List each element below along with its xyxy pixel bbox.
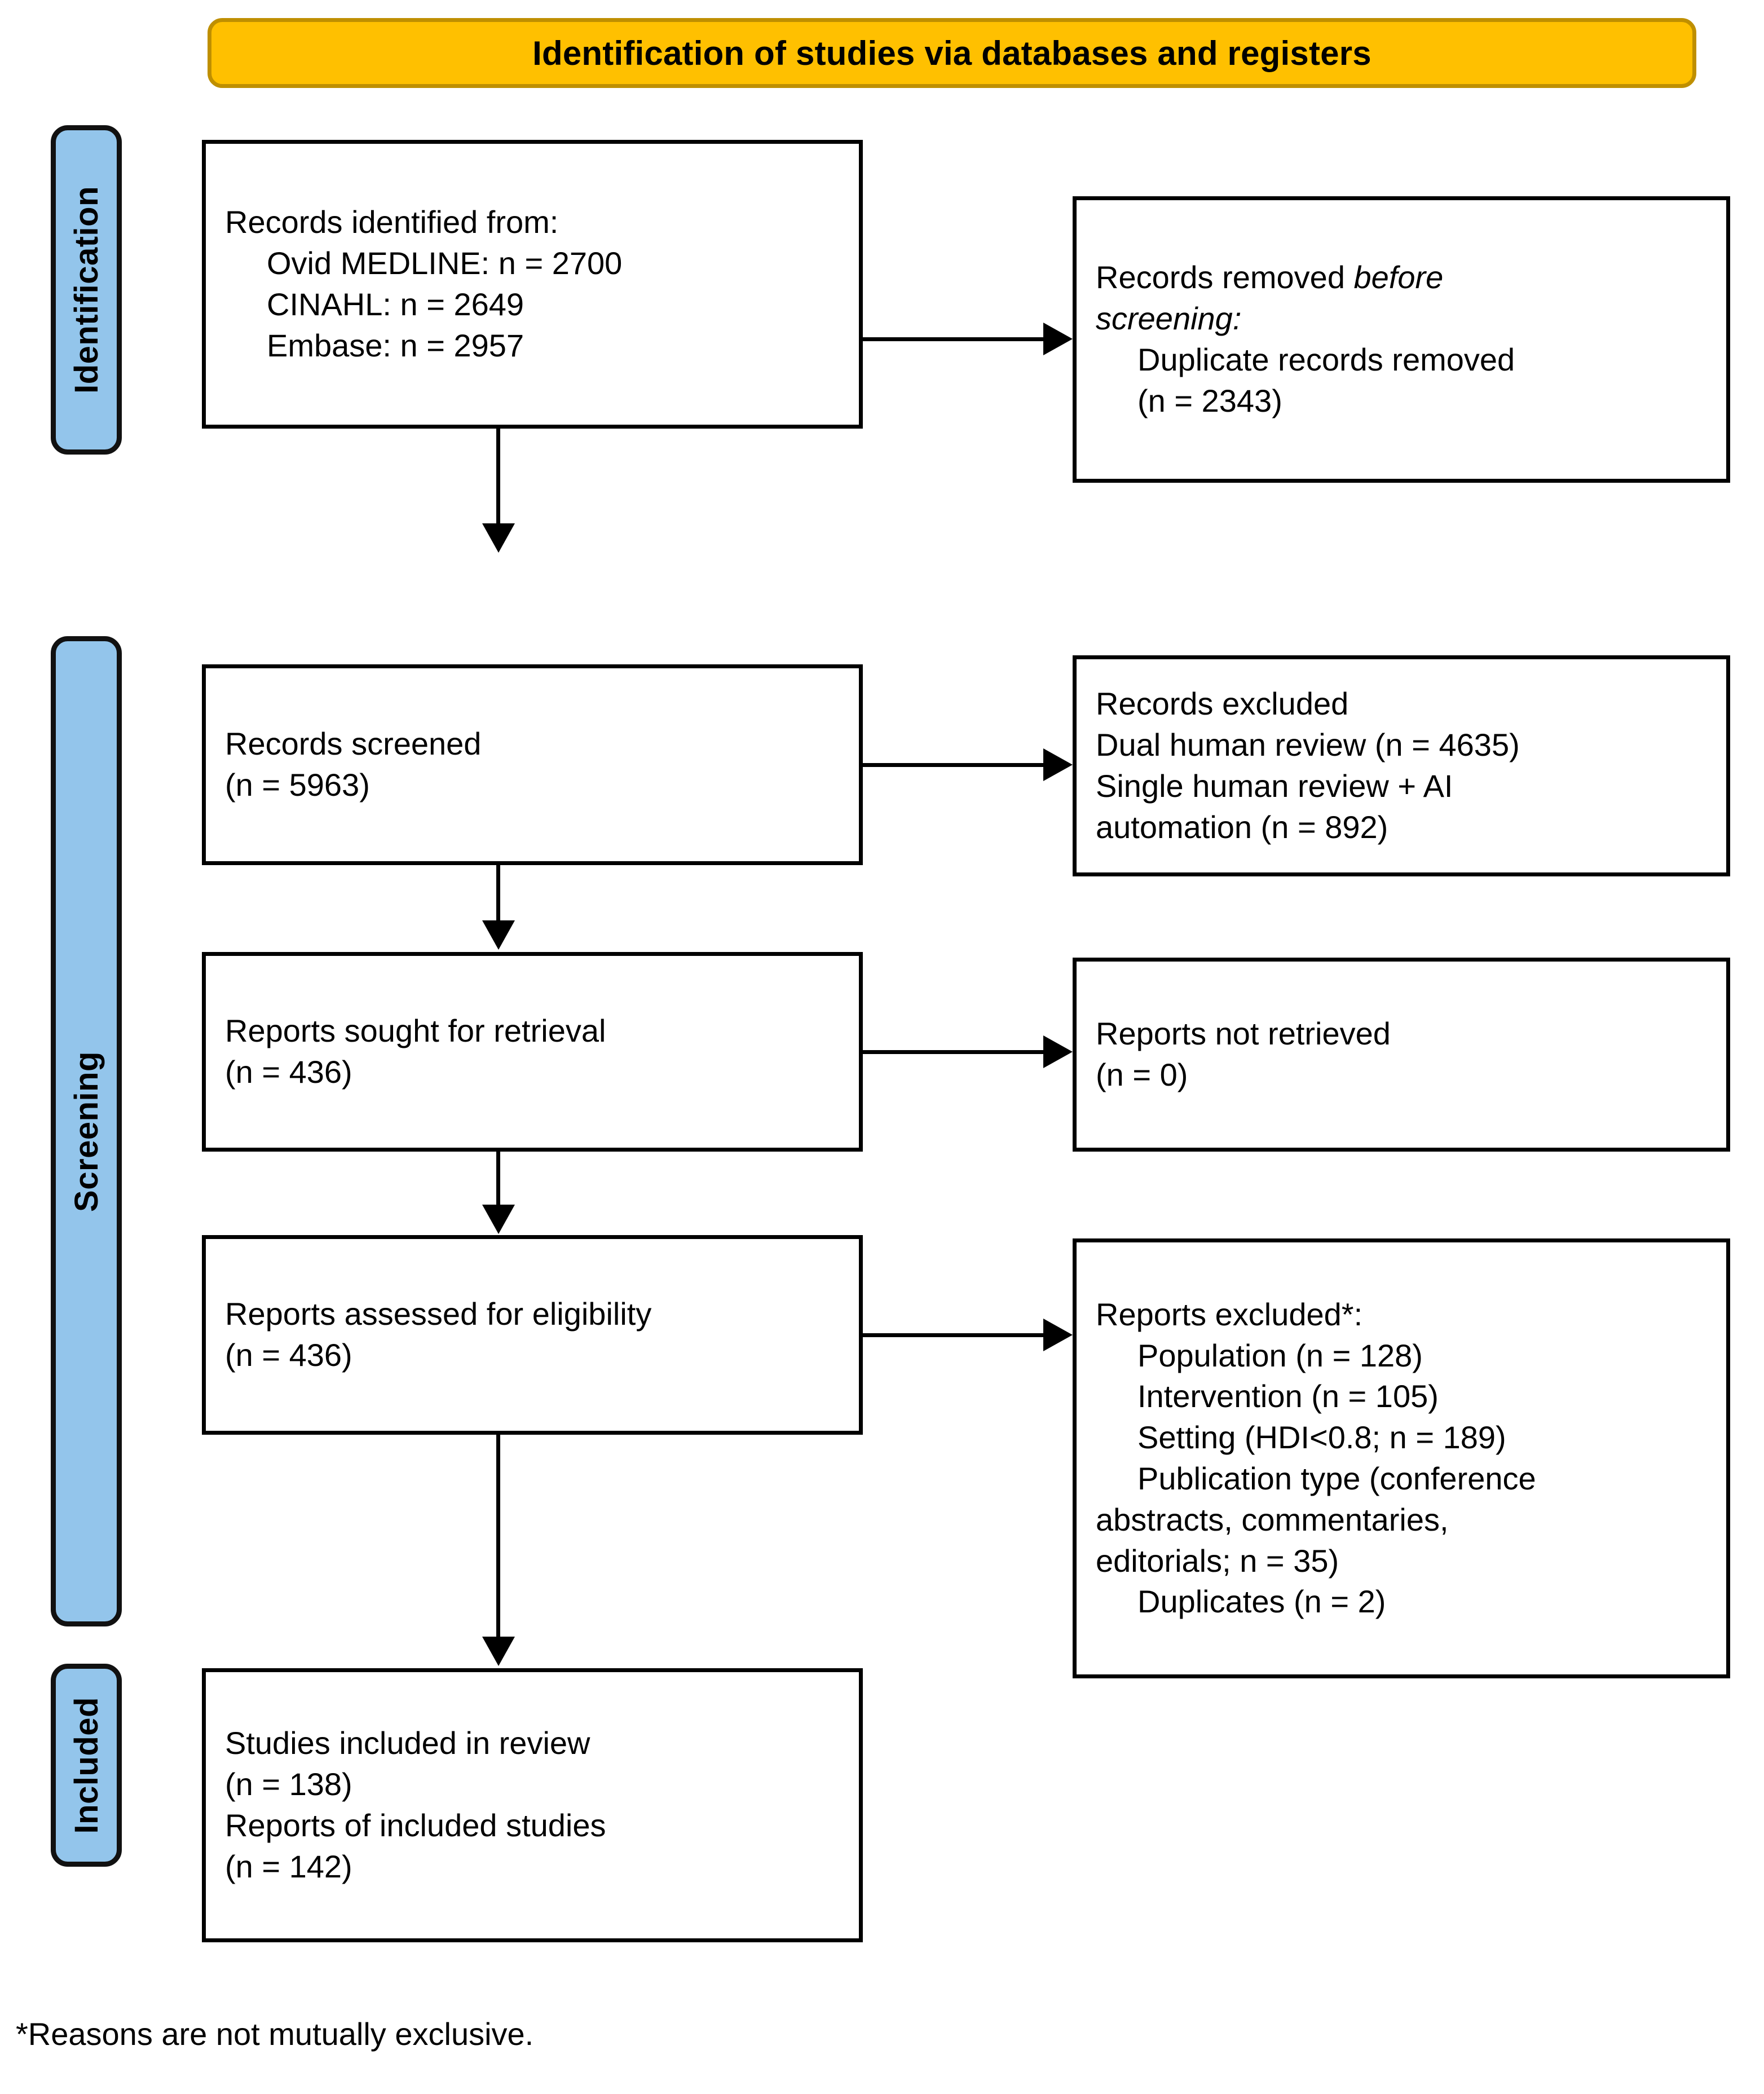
reports-excluded-line-2: Population (n = 128) <box>1137 1337 1423 1373</box>
box-records-screened: Records screened (n = 5963) <box>202 664 863 865</box>
records-removed-line-2: screening: <box>1096 301 1242 337</box>
reports-excluded-line-7: editorials; n = 35) <box>1096 1542 1339 1579</box>
records-excluded-line-2: Dual human review (n = 4635) <box>1096 727 1520 763</box>
reports-not-retrieved-line-2: (n = 0) <box>1096 1057 1188 1092</box>
connector-sought-to-not-retrieved-line <box>863 1050 1043 1054</box>
records-removed-line-4: (n = 2343) <box>1137 382 1282 418</box>
reports-sought-line-1: Reports sought for retrieval <box>225 1013 606 1049</box>
records-removed-line-1: Records removed before <box>1096 257 1707 298</box>
stage-label-screening: Screening <box>51 636 122 1626</box>
diagram-title: Identification of studies via databases … <box>532 34 1371 72</box>
box-studies-included-in-review: Studies included in review (n = 138) Rep… <box>202 1668 863 1942</box>
reports-excluded-line-6: abstracts, commentaries, <box>1096 1501 1449 1537</box>
box-reports-not-retrieved: Reports not retrieved (n = 0) <box>1073 958 1730 1152</box>
stage-label-identification: Identification <box>51 125 122 455</box>
box-reports-excluded: Reports excluded*: Population (n = 128) … <box>1073 1238 1730 1678</box>
stage-label-screening-text: Screening <box>68 1051 105 1212</box>
records-identified-line-3: CINAHL: n = 2649 <box>267 286 524 322</box>
records-screened-line-1: Records screened <box>225 726 482 762</box>
reports-assessed-line-2: (n = 436) <box>225 1337 352 1373</box>
records-excluded-line-4: automation (n = 892) <box>1096 809 1388 845</box>
stage-label-identification-text: Identification <box>68 186 105 394</box>
stage-label-included: Included <box>51 1664 122 1867</box>
reports-assessed-line-1: Reports assessed for eligibility <box>225 1296 652 1332</box>
reports-excluded-line-5: Publication type (conference <box>1137 1461 1536 1496</box>
connector-screened-to-excluded-line <box>863 763 1043 767</box>
connector-assessed-to-included-line <box>496 1435 500 1638</box>
connector-assessed-to-reports-excluded-arrowhead <box>1043 1319 1073 1351</box>
stage-label-included-text: Included <box>68 1696 105 1834</box>
records-screened-line-2: (n = 5963) <box>225 767 370 803</box>
records-removed-line-1a: Records removed <box>1096 259 1354 296</box>
connector-identified-to-screened-line <box>496 429 500 524</box>
connector-identified-to-removed-arrowhead <box>1043 323 1073 355</box>
studies-included-line-4: (n = 142) <box>225 1848 352 1884</box>
studies-included-line-3: Reports of included studies <box>225 1808 606 1843</box>
studies-included-line-1: Studies included in review <box>225 1725 590 1761</box>
reports-excluded-line-4: Setting (HDI<0.8; n = 189) <box>1137 1419 1506 1456</box>
connector-assessed-to-included-arrowhead <box>482 1637 515 1666</box>
footnote-reasons-not-mutually-exclusive: *Reasons are not mutually exclusive. <box>16 2016 534 2052</box>
diagram-title-banner: Identification of studies via databases … <box>208 18 1696 88</box>
connector-sought-to-assessed-arrowhead <box>482 1205 515 1234</box>
records-removed-line-1b-italic: before <box>1353 259 1444 296</box>
records-identified-line-4: Embase: n = 2957 <box>267 327 524 363</box>
reports-not-retrieved-line-1: Reports not retrieved <box>1096 1016 1391 1052</box>
connector-screened-to-excluded-arrowhead <box>1043 748 1073 781</box>
records-removed-line-3: Duplicate records removed <box>1137 342 1515 377</box>
box-records-identified: Records identified from: Ovid MEDLINE: n… <box>202 140 863 429</box>
records-identified-line-1: Records identified from: <box>225 204 559 240</box>
connector-identified-to-screened-arrowhead <box>482 523 515 553</box>
reports-excluded-line-3: Intervention (n = 105) <box>1137 1378 1439 1414</box>
reports-excluded-line-8: Duplicates (n = 2) <box>1137 1584 1386 1620</box>
box-reports-assessed-for-eligibility: Reports assessed for eligibility (n = 43… <box>202 1235 863 1435</box>
records-excluded-line-3: Single human review + AI <box>1096 768 1453 804</box>
box-records-excluded: Records excluded Dual human review (n = … <box>1073 655 1730 876</box>
box-reports-sought-for-retrieval: Reports sought for retrieval (n = 436) <box>202 952 863 1152</box>
connector-screened-to-sought-line <box>496 865 500 922</box>
records-identified-line-2: Ovid MEDLINE: n = 2700 <box>267 245 623 281</box>
reports-excluded-line-1: Reports excluded*: <box>1096 1296 1363 1332</box>
records-excluded-line-1: Records excluded <box>1096 686 1349 722</box>
reports-sought-line-2: (n = 436) <box>225 1054 352 1090</box>
connector-screened-to-sought-arrowhead <box>482 920 515 950</box>
connector-sought-to-not-retrieved-arrowhead <box>1043 1035 1073 1068</box>
connector-assessed-to-reports-excluded-line <box>863 1333 1043 1337</box>
connector-sought-to-assessed-line <box>496 1152 500 1206</box>
box-records-removed-before-screening: Records removed before screening: Duplic… <box>1073 196 1730 483</box>
studies-included-line-2: (n = 138) <box>225 1766 352 1802</box>
connector-identified-to-removed-line <box>863 337 1043 341</box>
